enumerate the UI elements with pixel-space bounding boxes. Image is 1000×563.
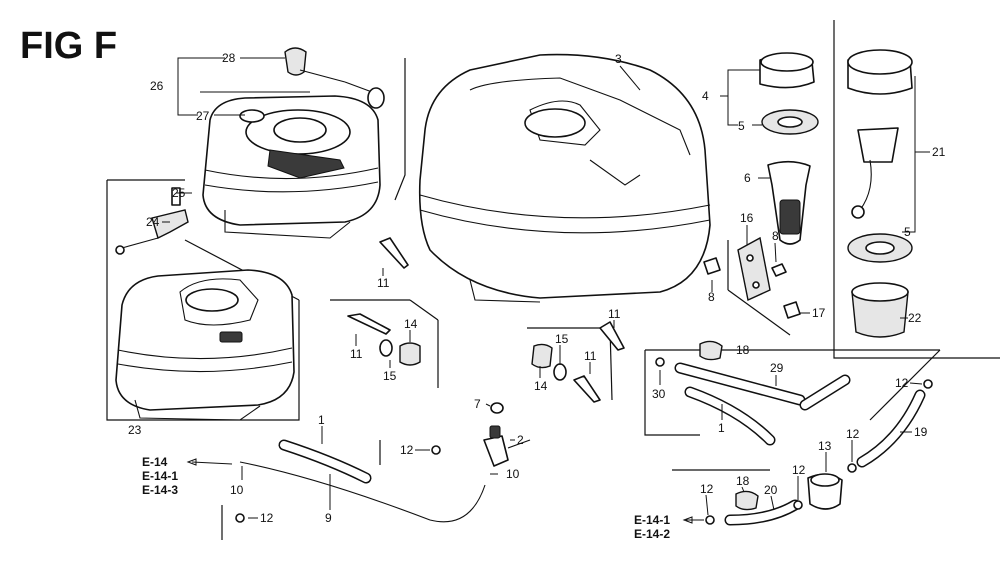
fuel-gauge	[284, 47, 385, 109]
callout-1-right: 1	[718, 421, 725, 435]
leader-lines	[162, 57, 930, 524]
callout-14: 14	[404, 317, 418, 331]
callout-labels: 28 26 27 3 4 5 21 6 5 25 24 16 8 8 11 17…	[128, 51, 946, 525]
fuel-cap-assembly-right	[847, 49, 913, 338]
callout-8: 8	[772, 229, 779, 243]
section-frames	[106, 20, 1000, 540]
ref-e-14-1-left: E-14-1	[142, 469, 178, 483]
callout-28: 28	[222, 51, 236, 65]
callout-15: 15	[383, 369, 397, 383]
callout-5-right: 5	[904, 225, 911, 239]
callout-8-lower: 8	[708, 290, 715, 304]
callout-30: 30	[652, 387, 666, 401]
callout-12-left: 12	[260, 511, 274, 525]
callout-15-mid: 15	[555, 332, 569, 346]
fuel-tank-main	[418, 53, 711, 303]
callout-25: 25	[172, 186, 186, 200]
callout-14-mid: 14	[534, 379, 548, 393]
bushings	[379, 339, 567, 381]
fuel-cap-assembly	[759, 52, 819, 245]
callout-11-mid-lower: 11	[584, 349, 597, 363]
fuel-valve	[483, 402, 531, 467]
callout-18-lower: 18	[736, 474, 750, 488]
callout-24: 24	[146, 215, 160, 229]
callout-12-right: 12	[895, 376, 909, 390]
figure-title: FIG F	[20, 25, 117, 67]
callout-10-mid: 10	[506, 467, 520, 481]
callout-23: 23	[128, 423, 142, 437]
callout-11-mid: 11	[608, 307, 621, 321]
callout-17: 17	[812, 306, 826, 320]
fuel-filter	[235, 340, 933, 525]
callout-12-clamp: 12	[792, 463, 806, 477]
callout-22: 22	[908, 311, 922, 325]
callout-12-mid: 12	[400, 443, 414, 457]
callout-4: 4	[702, 89, 709, 103]
bolts	[347, 237, 625, 403]
fuel-tank-small-top	[200, 91, 381, 239]
callout-10-left: 10	[230, 483, 244, 497]
callout-16: 16	[740, 211, 754, 225]
reference-labels: E-14 E-14-1 E-14-3 E-14-1 E-14-2	[142, 455, 670, 541]
ref-e-14: E-14	[142, 455, 168, 469]
ref-e-14-2: E-14-2	[634, 527, 670, 541]
callout-7: 7	[474, 397, 481, 411]
callout-3: 3	[615, 52, 622, 66]
callout-20: 20	[764, 483, 778, 497]
callout-29: 29	[770, 361, 784, 375]
tank-bracket	[115, 187, 189, 255]
callout-2: 2	[517, 433, 524, 447]
ref-e-14-1-right: E-14-1	[634, 513, 670, 527]
fuel-hoses	[239, 362, 926, 526]
callout-1: 1	[318, 413, 325, 427]
callout-12-filter: 12	[846, 427, 860, 441]
callout-11-left: 11	[350, 347, 363, 361]
callout-27: 27	[196, 109, 210, 123]
mounting-plate	[703, 236, 801, 319]
callout-18: 18	[736, 343, 750, 357]
callout-6: 6	[744, 171, 751, 185]
fuel-tank-lower-left	[115, 269, 295, 421]
ref-e-14-3: E-14-3	[142, 483, 178, 497]
callout-11: 11	[377, 276, 390, 290]
callout-26: 26	[150, 79, 164, 93]
callout-5: 5	[738, 119, 745, 133]
callout-21: 21	[932, 145, 946, 159]
callout-12-lower: 12	[700, 482, 714, 496]
callout-19: 19	[914, 425, 928, 439]
callout-9: 9	[325, 511, 332, 525]
callout-13: 13	[818, 439, 832, 453]
